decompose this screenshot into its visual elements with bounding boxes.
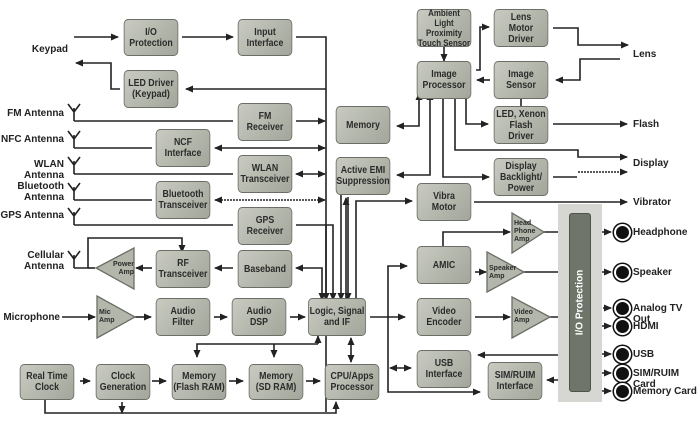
cellular-antenna-label: Cellular Antenna xyxy=(24,250,64,272)
video-amp-triangle xyxy=(511,295,552,340)
memory-sd-ram-block[interactable]: Memory (SD RAM) xyxy=(248,364,304,400)
analog-tv-out-label: Analog TV Out xyxy=(633,303,683,325)
keypad-label: Keypad xyxy=(31,44,68,55)
flash-label: Flash xyxy=(633,119,660,130)
speaker-label: Speaker xyxy=(633,267,672,278)
usb-jack-icon xyxy=(614,346,631,363)
power-amp-label: Power Amp xyxy=(113,261,135,276)
headphone-jack-icon xyxy=(614,224,631,241)
fm-antenna-label: FM Antenna xyxy=(7,108,64,119)
wlan-antenna-label: WLAN Antenna xyxy=(24,159,64,181)
mic-amp-triangle xyxy=(96,294,137,340)
headphone-amp-triangle xyxy=(511,211,546,255)
io-protection-label: I/O Protection xyxy=(574,269,586,336)
real-time-clock-block[interactable]: Real Time Clock xyxy=(19,364,75,400)
vibra-motor-block[interactable]: Vibra Motor xyxy=(416,183,472,221)
power-amp-triangle xyxy=(94,246,135,291)
memory-block[interactable]: Memory xyxy=(335,106,391,144)
nfc-antenna-label: NFC Antenna xyxy=(1,134,64,145)
sim-ruim-card-label: SIM/RUIM Card xyxy=(633,368,680,390)
antenna-icon xyxy=(67,207,81,225)
vibrator-label: Vibrator xyxy=(633,197,672,208)
active-emi-suppression-block[interactable]: Active EMI Suppression xyxy=(335,157,391,195)
headphone-amp-label: Head Phone Amp xyxy=(514,220,536,243)
antenna-icon xyxy=(67,130,81,148)
image-sensor-block[interactable]: Image Sensor xyxy=(493,61,549,99)
cpu-apps-processor-block[interactable]: CPU/Apps Processor xyxy=(324,364,380,400)
io-protection-bar xyxy=(569,213,591,392)
sim-ruim-interface-block[interactable]: SIM/RUIM Interface xyxy=(487,362,543,400)
usb-label: USB xyxy=(633,349,655,360)
video-amp-label: Video Amp xyxy=(514,309,533,324)
hdmi-label: HDMI xyxy=(633,321,659,332)
input-interface-block[interactable]: Input Interface xyxy=(237,19,293,56)
speaker-amp-label: Speaker Amp xyxy=(489,265,517,280)
antenna-icon xyxy=(67,103,81,121)
display-label: Display xyxy=(633,158,669,169)
antenna-icon xyxy=(67,182,81,200)
speaker-amp-triangle xyxy=(486,250,526,294)
display-backlight-power-block[interactable]: Display Backlight/ Power xyxy=(493,158,549,196)
microphone-label: Microphone xyxy=(3,312,60,323)
gps-antenna-label: GPS Antenna xyxy=(0,210,64,221)
sim-ruim-card-jack-icon xyxy=(614,365,631,382)
rf-transceiver-block[interactable]: RF Transceiver xyxy=(155,250,211,288)
hdmi-jack-icon xyxy=(614,318,631,335)
memory-card-label: Memory Card xyxy=(633,386,697,397)
audio-dsp-block[interactable]: Audio DSP xyxy=(231,298,287,336)
baseband-block[interactable]: Baseband xyxy=(237,250,293,288)
video-encoder-block[interactable]: Video Encoder xyxy=(416,298,472,336)
clock-generation-block[interactable]: Clock Generation xyxy=(95,364,151,400)
wlan-transceiver-block[interactable]: WLAN Transceiver xyxy=(237,155,293,193)
analog-tv-out-jack-icon xyxy=(614,300,631,317)
usb-interface-block[interactable]: USB Interface xyxy=(416,350,472,388)
ncf-interface-block[interactable]: NCF Interface xyxy=(155,129,211,167)
bluetooth-transceiver-block[interactable]: Bluetooth Transceiver xyxy=(155,181,211,219)
amic-block[interactable]: AMIC xyxy=(416,246,472,284)
lens-label: Lens xyxy=(633,49,657,60)
antenna-icon xyxy=(67,250,81,268)
antenna-icon xyxy=(67,156,81,174)
io-protection-block[interactable]: I/O Protection xyxy=(123,19,179,56)
bluetooth-antenna-label: Bluetooth Antenna xyxy=(17,181,64,203)
lens-motor-driver-block[interactable]: Lens Motor Driver xyxy=(493,9,549,47)
image-processor-block[interactable]: Image Processor xyxy=(416,61,472,99)
memory-flash-ram-block[interactable]: Memory (Flash RAM) xyxy=(171,364,227,400)
led-xenon-flash-driver-block[interactable]: LED, Xenon Flash Driver xyxy=(493,106,549,144)
speaker-jack-icon xyxy=(614,264,631,281)
fm-receiver-block[interactable]: FM Receiver xyxy=(237,103,293,141)
ambient-light-sensor-block[interactable]: Ambient Light Proximity Touch Sensor xyxy=(416,8,472,48)
headphone-label: Headphone xyxy=(633,227,688,238)
audio-filter-block[interactable]: Audio Filter xyxy=(155,298,211,336)
memory-card-jack-icon xyxy=(614,383,631,400)
mic-amp-label: Mic Amp xyxy=(99,309,115,324)
logic-signal-if-block[interactable]: Logic, Signal and IF xyxy=(307,298,367,336)
gps-receiver-block[interactable]: GPS Receiver xyxy=(237,207,293,245)
led-driver-block[interactable]: LED Driver (Keypad) xyxy=(123,70,179,108)
